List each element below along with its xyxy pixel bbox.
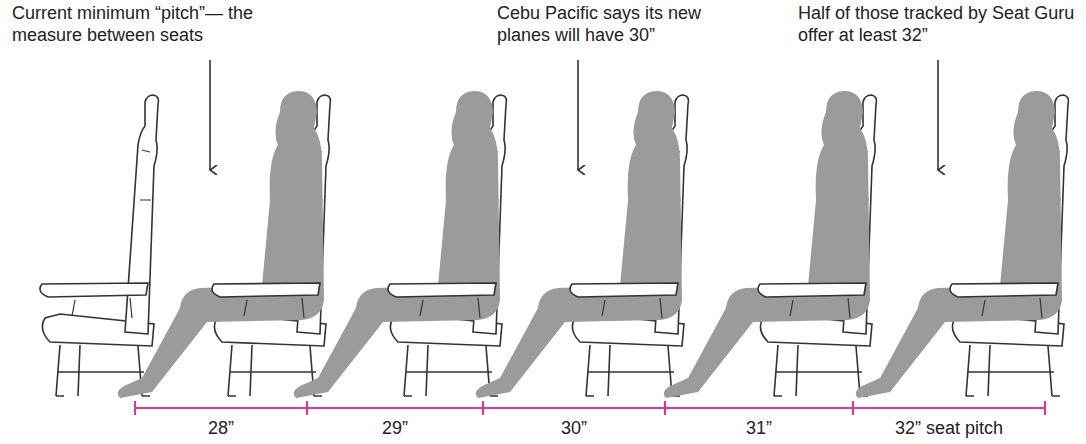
dimension-label: 32” seat pitch <box>892 417 1006 439</box>
callout-note: Current minimum “pitch”— the measure bet… <box>12 2 274 46</box>
dimension-label: 30” <box>558 417 590 439</box>
dimension-label: 28” <box>205 417 237 439</box>
callout-arrow <box>210 60 938 170</box>
dimension-line <box>135 401 1045 415</box>
callout-note: Half of those tracked by Seat Guru offer… <box>798 2 1080 46</box>
dimension-label: 29” <box>379 417 411 439</box>
callout-note: Cebu Pacific says its new planes will ha… <box>497 2 725 46</box>
dimension-label: 31” <box>743 417 775 439</box>
